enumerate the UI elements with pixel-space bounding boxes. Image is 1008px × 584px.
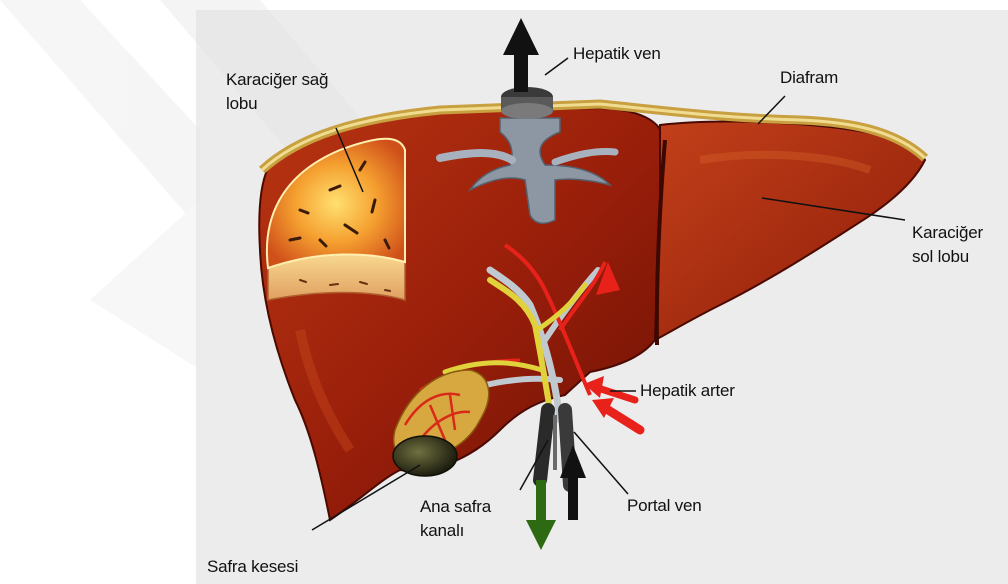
hepatic-vein-arrow bbox=[503, 18, 539, 92]
label-left-lobe-line2: sol lobu bbox=[912, 246, 969, 268]
label-common-bile-duct-line1: Ana safra bbox=[420, 496, 491, 518]
label-gallbladder: Safra kesesi bbox=[207, 556, 298, 578]
label-right-lobe-line1: Karaciğer sağ bbox=[226, 69, 328, 91]
label-hepatic-artery: Hepatik arter bbox=[640, 380, 735, 402]
bile-duct-arrow bbox=[526, 480, 556, 550]
label-common-bile-duct-line2: kanalı bbox=[420, 520, 464, 542]
label-left-lobe-line1: Karaciğer bbox=[912, 222, 983, 244]
label-right-lobe-line2: lobu bbox=[226, 93, 257, 115]
label-diaphragm: Diafram bbox=[780, 67, 838, 89]
label-hepatic-vein: Hepatik ven bbox=[573, 43, 661, 65]
hepatic-artery-arrows bbox=[584, 376, 640, 430]
label-portal-vein: Portal ven bbox=[627, 495, 702, 517]
